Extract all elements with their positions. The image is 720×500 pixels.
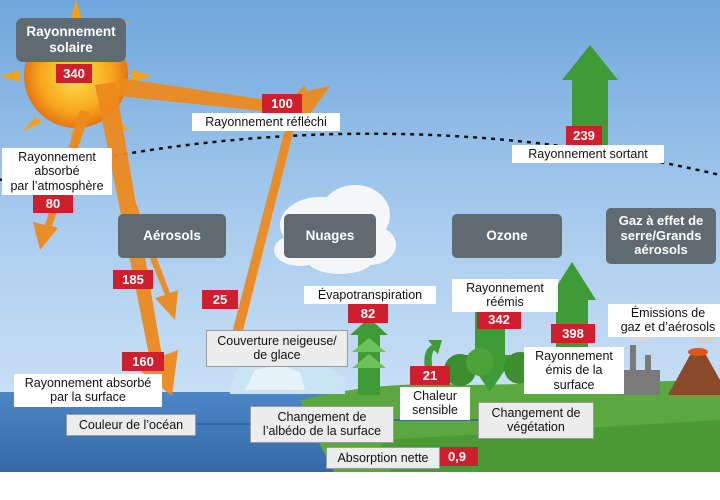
value-evapo: 82 bbox=[348, 304, 388, 323]
label-outgoing: Rayonnement sortant bbox=[512, 145, 664, 164]
label-emissions: Émissions de gaz et d’aérosols bbox=[608, 304, 720, 337]
label-vegetation: Changement de végétation bbox=[478, 402, 594, 439]
label-sensible: Chaleur sensible bbox=[400, 387, 470, 420]
value-reflected: 100 bbox=[262, 94, 302, 113]
value-solar: 340 bbox=[56, 64, 92, 83]
ghg-box: Gaz à effet de serre/Grands aérosols bbox=[606, 208, 716, 264]
value-reflected-surface: 25 bbox=[202, 290, 238, 309]
ozone-box: Ozone bbox=[452, 214, 562, 258]
bottom-strip bbox=[0, 472, 720, 500]
value-scattered: 185 bbox=[113, 270, 153, 289]
value-absorbed-surface: 160 bbox=[122, 352, 164, 371]
label-reflected: Rayonnement réfléchi bbox=[192, 113, 340, 132]
label-net-absorption: Absorption nette bbox=[326, 447, 440, 470]
value-outgoing: 239 bbox=[566, 126, 602, 145]
sensible-heat-icon bbox=[424, 340, 442, 370]
aerosols-box: Aérosols bbox=[118, 214, 226, 258]
arrow-outgoing bbox=[562, 45, 618, 145]
arrow-surface-reflection bbox=[225, 85, 308, 362]
arrow-reflected bbox=[118, 78, 330, 125]
value-sensible: 21 bbox=[410, 366, 450, 385]
value-absorbed-atm: 80 bbox=[33, 194, 73, 213]
label-snow-cover: Couverture neigeuse/ de glace bbox=[206, 330, 348, 367]
label-surface-emitted: Rayonnement émis de la surface bbox=[524, 347, 624, 395]
label-ocean-color: Couleur de l’océan bbox=[66, 414, 196, 437]
evapotranspiration-icon bbox=[350, 318, 388, 395]
value-net-absorption: 0,9 bbox=[436, 447, 478, 466]
label-absorbed-atm: Rayonnement absorbé par l’atmosphère bbox=[2, 148, 112, 196]
label-albedo: Changement de l’albédo de la surface bbox=[250, 406, 394, 443]
label-reemitted: Rayonnement réémis bbox=[452, 279, 558, 312]
clouds-box: Nuages bbox=[284, 214, 376, 258]
label-evapo: Évapotranspiration bbox=[304, 286, 436, 305]
label-absorbed-surface: Rayonnement absorbé par la surface bbox=[14, 374, 162, 407]
value-surface-emitted: 398 bbox=[551, 324, 595, 343]
value-reemitted: 342 bbox=[477, 310, 521, 329]
solar-title-box: Rayonnement solaire bbox=[16, 18, 126, 62]
